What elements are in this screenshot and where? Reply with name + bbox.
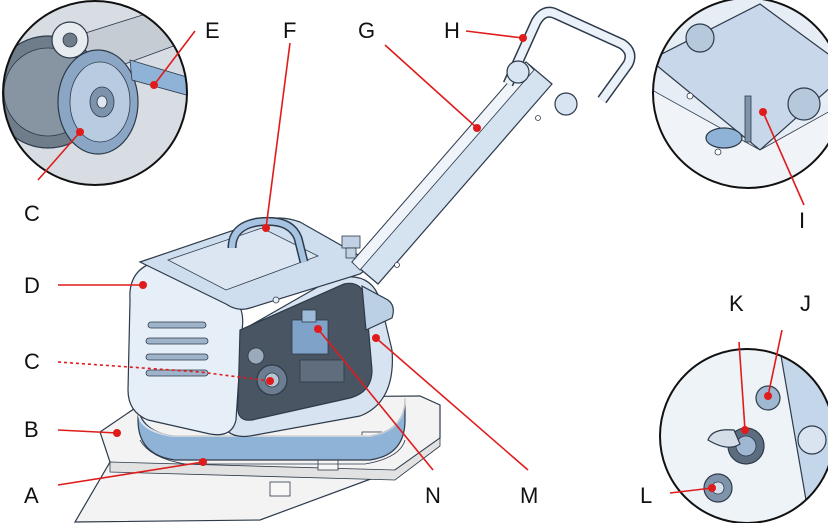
- label-g: G: [358, 18, 375, 43]
- leader-n: [317, 328, 434, 471]
- label-j: J: [800, 291, 811, 316]
- rubber-bumper-band: [137, 397, 406, 465]
- leader-a-dot: [199, 458, 207, 466]
- leader-j-dot: [764, 392, 772, 400]
- label-h: H: [444, 18, 460, 43]
- leader-b-dot: [113, 429, 121, 437]
- label-e: E: [205, 18, 220, 43]
- label-f: F: [283, 18, 296, 43]
- leader-e: [153, 30, 196, 86]
- open-side-door: [361, 284, 394, 331]
- leader-d-dot: [139, 281, 147, 289]
- leader-f-dot: [262, 224, 270, 232]
- label-i: I: [799, 208, 805, 233]
- label-c-inset: C: [24, 201, 40, 226]
- label-c-main: C: [24, 349, 40, 374]
- label-b: B: [24, 417, 39, 442]
- open-engine-bay: [237, 282, 373, 421]
- label-d: D: [24, 273, 40, 298]
- leader-c-main-dot: [266, 377, 274, 385]
- inset-pulley-detail: [2, 0, 188, 186]
- handle-grip-loop: [502, 6, 636, 116]
- leader-b: [57, 429, 118, 434]
- operating-handle-bar: [341, 61, 553, 285]
- leader-c-inset: [37, 131, 81, 181]
- leader-k: [738, 341, 746, 431]
- inset-plug-detail: [659, 348, 828, 523]
- leader-j: [767, 329, 783, 397]
- leader-e-dot: [150, 81, 158, 89]
- callout-labels: E F G H C I D C B A N M K J L: [24, 18, 811, 508]
- leader-k-dot: [741, 426, 749, 434]
- inset-pin-detail: [652, 0, 828, 189]
- leader-a: [57, 461, 204, 486]
- leader-lines: [37, 30, 805, 494]
- leader-c-inset-dot: [76, 128, 84, 136]
- label-n: N: [425, 483, 441, 508]
- leader-i-dot: [759, 108, 767, 116]
- leader-h-dot: [519, 34, 527, 42]
- leader-n-dot: [314, 325, 322, 333]
- leader-h: [465, 30, 524, 39]
- label-m: M: [520, 483, 538, 508]
- leader-m: [375, 337, 529, 471]
- label-k: K: [729, 291, 744, 316]
- leader-g: [384, 44, 478, 129]
- lifting-handle: [227, 216, 309, 264]
- label-l: L: [640, 483, 652, 508]
- leader-g-dot: [473, 124, 481, 132]
- leader-m-dot: [372, 334, 380, 342]
- leader-f: [265, 42, 291, 229]
- label-a: A: [24, 483, 39, 508]
- leader-l-dot: [708, 484, 716, 492]
- leader-i: [762, 111, 805, 206]
- leader-l: [669, 487, 713, 494]
